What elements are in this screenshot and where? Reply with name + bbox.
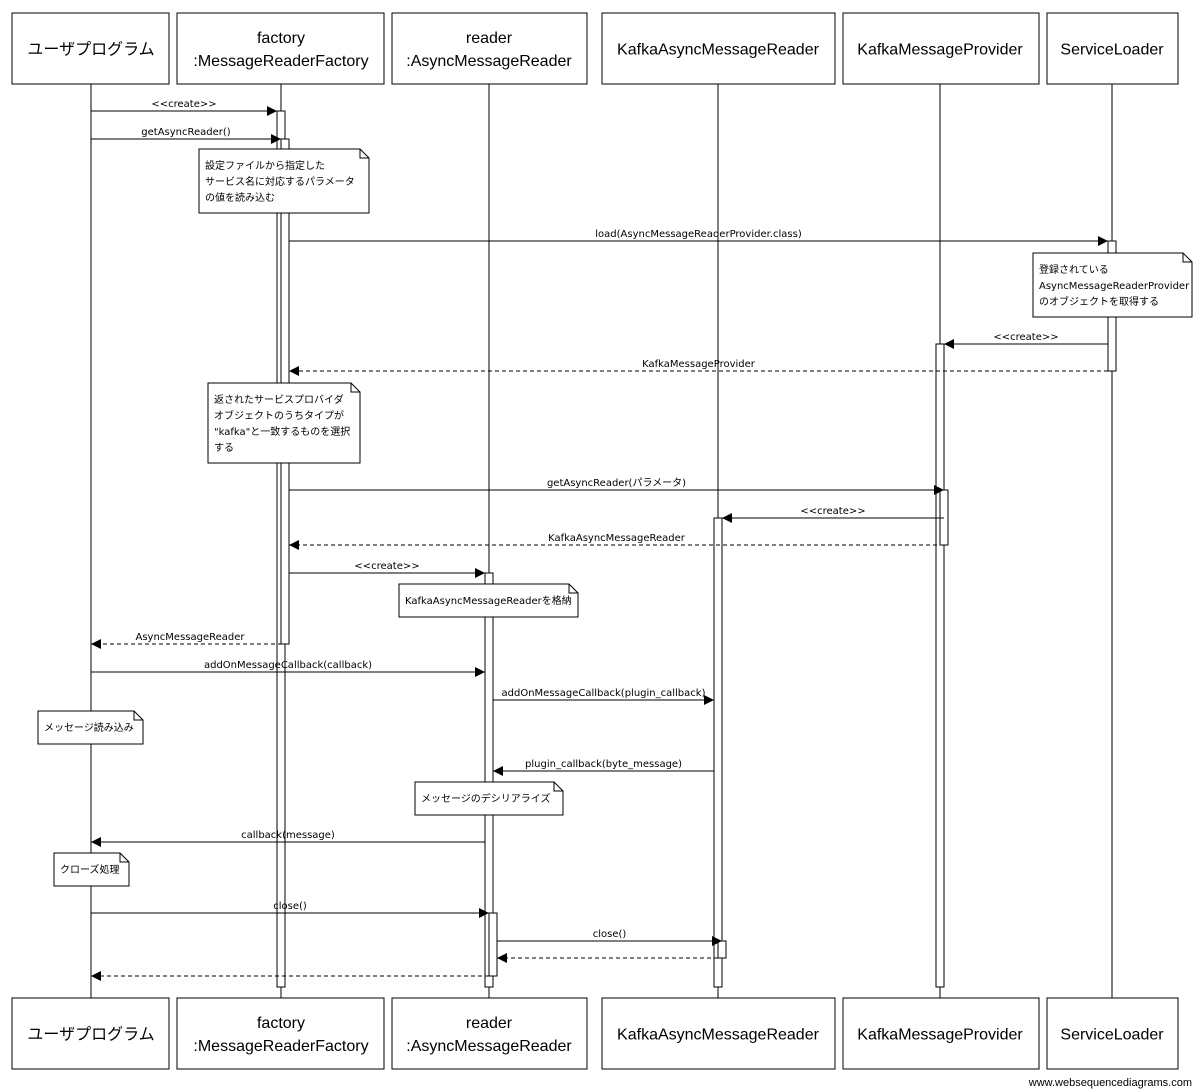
note-text: 登録されている [1039, 263, 1109, 276]
participant-label: :AsyncMessageReader [406, 53, 572, 70]
activation-bar-kprov [935, 343, 945, 988]
activation-bar-kreader [717, 940, 727, 959]
notes: 設定ファイルから指定したサービス名に対応するパラメータの値を読み込む登録されてい… [37, 148, 1193, 887]
note-text: の値を読み込む [205, 191, 275, 204]
message-arrow: getAsyncReader() [91, 127, 281, 144]
participant-label: ユーザプログラム [27, 1026, 154, 1044]
note-text: 設定ファイルから指定した [205, 159, 325, 172]
activation-bars [276, 110, 1117, 988]
participant-user-top: ユーザプログラム [11, 12, 170, 85]
participant-kprov-top: KafkaMessageProvider [842, 12, 1040, 85]
participant-reader-bottom: reader :AsyncMessageReader [391, 997, 588, 1070]
message-arrow: <<create>> [722, 506, 944, 523]
note-text: オブジェクトのうちタイプが [214, 409, 344, 422]
participant-label: :MessageReaderFactory [193, 1038, 368, 1055]
message-label: addOnMessageCallback(plugin_callback) [502, 688, 706, 699]
messages: <<create>> getAsyncReader() load(AsyncMess… [91, 99, 1108, 981]
activation-bar-reader [484, 572, 494, 988]
participant-label: KafkaAsyncMessageReader [617, 42, 820, 59]
participant-label: factory [257, 1015, 305, 1032]
message-arrow: addOnMessageCallback(callback) [91, 660, 485, 677]
message-label: AsyncMessageReader [135, 632, 245, 643]
footer-credit: www.websequencediagrams.com [1028, 1077, 1192, 1089]
message-label: <<create>> [354, 561, 419, 572]
activation-bar-kreader [713, 517, 723, 988]
participant-reader-top: reader :AsyncMessageReader [391, 12, 588, 85]
participant-factory-top: factory :MessageReaderFactory [176, 12, 385, 85]
message-arrow: close() [497, 929, 722, 946]
message-arrow: addOnMessageCallback(plugin_callback) [493, 688, 714, 705]
participant-kprov-bottom: KafkaMessageProvider [842, 997, 1040, 1070]
message-arrow: callback(message) [91, 830, 485, 847]
message-arrow: AsyncMessageReader [91, 632, 289, 649]
message-arrow: load(AsyncMessageReaderProvider.class) [289, 229, 1108, 246]
note-text: メッセージ読み込み [44, 721, 134, 734]
message-arrow: <<create>> [944, 332, 1108, 349]
message-label: close() [273, 901, 307, 912]
message-arrow: KafkaMessageProvider [289, 359, 1108, 376]
participant-user-bottom: ユーザプログラム [11, 997, 170, 1070]
participant-label: ServiceLoader [1060, 42, 1164, 59]
participant-label: :AsyncMessageReader [406, 1038, 572, 1055]
note: メッセージのデシリアライズ [414, 781, 564, 816]
message-arrow: close() [91, 901, 489, 918]
participant-label: KafkaMessageProvider [857, 42, 1023, 59]
participant-label: reader [466, 1015, 513, 1032]
participant-label: reader [466, 30, 513, 47]
message-label: <<create>> [151, 99, 216, 110]
message-label: KafkaMessageProvider [642, 359, 756, 370]
participant-factory-bottom: factory :MessageReaderFactory [176, 997, 385, 1070]
message-arrow: plugin_callback(byte_message) [493, 759, 714, 776]
message-arrow: <<create>> [91, 99, 277, 116]
message-label: callback(message) [241, 830, 335, 841]
participant-label: ユーザプログラム [27, 41, 154, 59]
participant-label: KafkaAsyncMessageReader [617, 1027, 820, 1044]
message-label: <<create>> [993, 332, 1058, 343]
note: メッセージ読み込み [37, 710, 144, 745]
note-text: 返されたサービスプロバイダ [214, 393, 344, 406]
note: クローズ処理 [53, 852, 130, 887]
note: 登録されている AsyncMessageReaderProvider のオブジェクト… [1032, 252, 1193, 318]
message-label: plugin_callback(byte_message) [525, 759, 682, 770]
activation-bar-reader [488, 912, 498, 977]
note-text: KafkaAsyncMessageReaderを格納 [405, 594, 572, 607]
message-label: KafkaAsyncMessageReader [548, 533, 686, 544]
participant-label: ServiceLoader [1060, 1027, 1164, 1044]
participant-sloader-top: ServiceLoader [1046, 12, 1179, 85]
message-label: <<create>> [800, 506, 865, 517]
note-text: AsyncMessageReaderProvider [1039, 281, 1190, 292]
message-arrow: KafkaAsyncMessageReader [289, 533, 944, 550]
note-text: メッセージのデシリアライズ [421, 792, 551, 805]
note-text: のオブジェクトを取得する [1039, 295, 1159, 308]
message-label: load(AsyncMessageReaderProvider.class) [595, 229, 802, 240]
note: KafkaAsyncMessageReaderを格納 [398, 583, 579, 618]
message-label: getAsyncReader() [141, 127, 231, 138]
message-label: close() [593, 929, 627, 940]
note-text: クローズ処理 [60, 863, 120, 876]
message-arrow: getAsyncReader(パラメータ) [289, 477, 944, 495]
message-label: getAsyncReader(パラメータ) [547, 477, 686, 489]
message-arrow: <<create>> [289, 561, 485, 578]
participant-kreader-bottom: KafkaAsyncMessageReader [601, 997, 836, 1070]
note-text: "kafka"と一致するものを選択 [214, 425, 350, 438]
message-label: addOnMessageCallback(callback) [204, 660, 372, 671]
participant-label: KafkaMessageProvider [857, 1027, 1023, 1044]
participant-label: factory [257, 30, 305, 47]
participant-kreader-top: KafkaAsyncMessageReader [601, 12, 836, 85]
note-text: サービス名に対応するパラメータ [205, 175, 355, 188]
note-text: する [214, 442, 234, 454]
participant-label: :MessageReaderFactory [193, 53, 368, 70]
participant-sloader-bottom: ServiceLoader [1046, 997, 1179, 1070]
